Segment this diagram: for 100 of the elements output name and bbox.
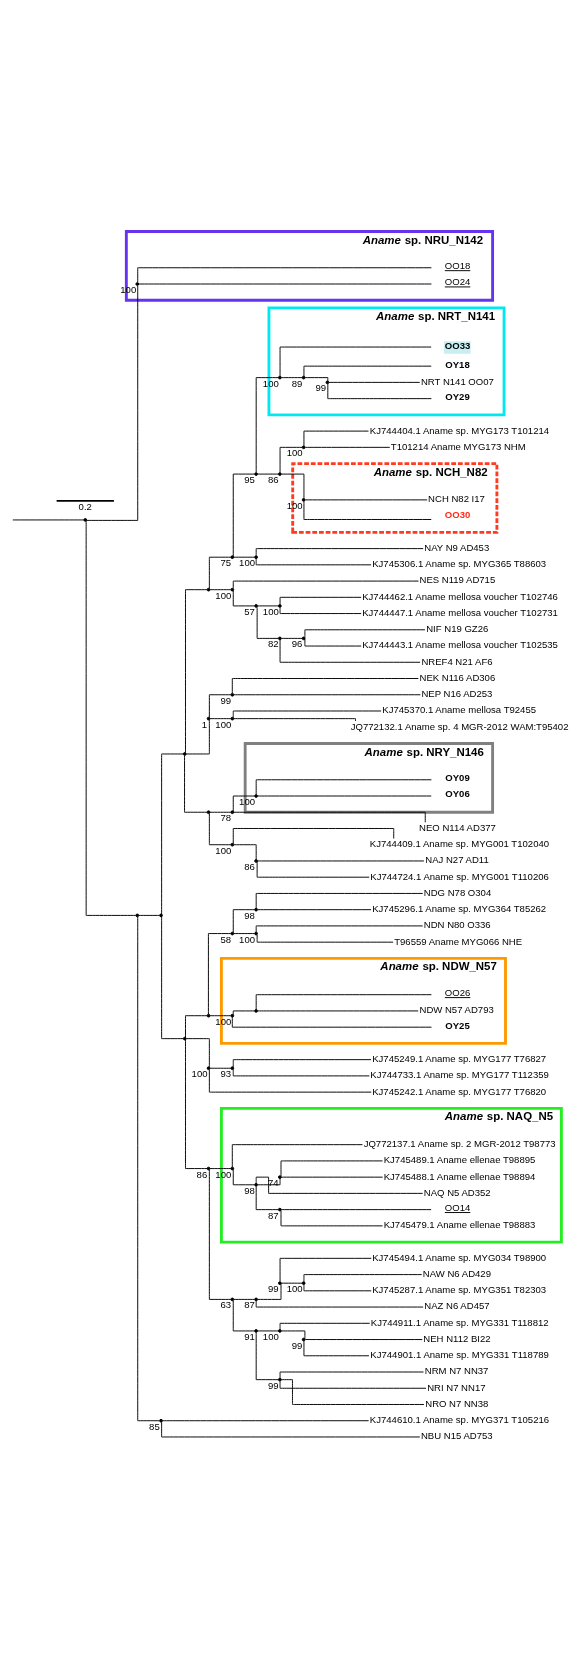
- node-point: [135, 282, 140, 286]
- connector: [303, 430, 369, 447]
- connector: [256, 934, 394, 943]
- connector: [208, 556, 232, 589]
- connector: [232, 710, 382, 718]
- connector: [233, 1298, 255, 1300]
- connector: [232, 1300, 256, 1332]
- node-point: [206, 810, 211, 815]
- node-point: [254, 859, 258, 863]
- node-label: 100: [286, 499, 303, 511]
- node-text: KJ745296.1 Aname sp. MYG364 T85262: [372, 903, 547, 915]
- connector: [257, 909, 372, 911]
- connector: [137, 267, 432, 283]
- connector: [279, 606, 362, 615]
- connector: [161, 916, 184, 1040]
- node-text: T101214 Aname MYG173 NHM: [390, 440, 526, 452]
- node-label: 89: [291, 377, 303, 389]
- node-point: [230, 555, 235, 560]
- node-label: 86: [267, 474, 279, 486]
- connector: [255, 1332, 279, 1381]
- node-label: 85: [149, 1420, 160, 1432]
- connector: [257, 860, 425, 862]
- connector: [303, 1284, 372, 1292]
- node-text: JQ772132.1 Aname sp. 4 MGR-2012 WAM:T95402: [350, 720, 569, 732]
- connector: [232, 590, 256, 607]
- connector: [280, 1176, 384, 1178]
- node-text: OO24: [444, 276, 471, 288]
- node-text: NEO N114 AD377: [419, 821, 496, 833]
- node-point: [278, 1329, 282, 1333]
- node-point: [159, 913, 163, 918]
- node-text: OY06: [445, 788, 470, 800]
- node-label: 98: [244, 909, 255, 921]
- connector: [161, 1421, 421, 1438]
- connector: [86, 285, 139, 521]
- node-point: [278, 1377, 282, 1382]
- node-text: KJ744462.1 Aname mellosa voucher T102746: [362, 590, 558, 602]
- node-text: KJ745242.1 Aname sp. MYG177 T76820: [372, 1085, 547, 1097]
- connector: [257, 473, 279, 475]
- node-point: [230, 810, 235, 815]
- node-point: [230, 1013, 235, 1018]
- connector: [304, 377, 329, 382]
- node-label: 100: [215, 844, 232, 856]
- connector: [209, 718, 232, 720]
- connector: [255, 1185, 279, 1211]
- node-text: KJ745249.1 Aname sp. MYG177 T76827: [372, 1053, 547, 1065]
- node-label: 78: [220, 812, 232, 824]
- node-text: NEK N116 AD306: [419, 671, 496, 683]
- node-point: [230, 842, 235, 847]
- connector: [279, 446, 303, 474]
- node-point: [278, 604, 282, 608]
- node-point: [301, 636, 306, 641]
- connector: [279, 1371, 424, 1379]
- connector: [279, 1257, 372, 1282]
- connector: [279, 639, 421, 663]
- node-text: OY18: [445, 358, 470, 370]
- node-text: NRT N141 OO07: [420, 375, 494, 387]
- connector: [257, 1283, 282, 1300]
- node-text: OO14: [444, 1202, 471, 1214]
- node-text: NAJ N27 AD11: [425, 854, 489, 866]
- node-point: [254, 794, 258, 798]
- node-point: [254, 1297, 258, 1302]
- connector: [233, 811, 426, 823]
- connector: [255, 558, 372, 566]
- node-text: T96559 Aname MYG066 NHE: [394, 935, 523, 947]
- connector: [257, 605, 279, 607]
- node-label: 95: [244, 474, 255, 486]
- node-point: [230, 1297, 235, 1302]
- connector: [304, 446, 391, 448]
- node-text: NEH N112 BI22: [423, 1332, 491, 1344]
- node-label: 82: [267, 638, 279, 650]
- node-point: [230, 1166, 235, 1171]
- node-text: KJ745370.1 Aname mellosa T92455: [382, 704, 537, 716]
- node-point: [206, 716, 211, 721]
- node-label: 98: [244, 1184, 255, 1196]
- node-text: NDN N80 O336: [423, 919, 491, 931]
- connector: [231, 678, 419, 694]
- node-label: 100: [215, 718, 232, 730]
- node-text: NDG N78 O304: [423, 886, 492, 898]
- node-label: 100: [239, 557, 256, 569]
- node-point: [325, 380, 330, 385]
- connector: [257, 1010, 419, 1012]
- connector: [209, 1067, 232, 1069]
- connector: [281, 1330, 306, 1340]
- node-point: [206, 1066, 211, 1071]
- connector: [185, 1039, 208, 1170]
- node-box: OO33: [443, 341, 471, 354]
- node-point: [278, 1281, 282, 1286]
- node-point: [301, 1281, 306, 1286]
- node-point: [301, 498, 306, 502]
- node-text: OY09: [445, 772, 470, 784]
- connector: [231, 1144, 363, 1168]
- connector: [279, 1322, 371, 1330]
- connector: [85, 520, 137, 916]
- node-text: NEP N16 AD253: [421, 688, 493, 700]
- node-text: KJ745306.1 Aname sp. MYG365 T88603: [372, 558, 547, 570]
- connector: [184, 754, 208, 813]
- connector: [232, 795, 256, 812]
- node-text: JQ772137.1 Aname sp. 2 MGR-2012 T98773: [363, 1138, 556, 1150]
- node-label: 87: [267, 1209, 279, 1221]
- node-point: [83, 518, 88, 522]
